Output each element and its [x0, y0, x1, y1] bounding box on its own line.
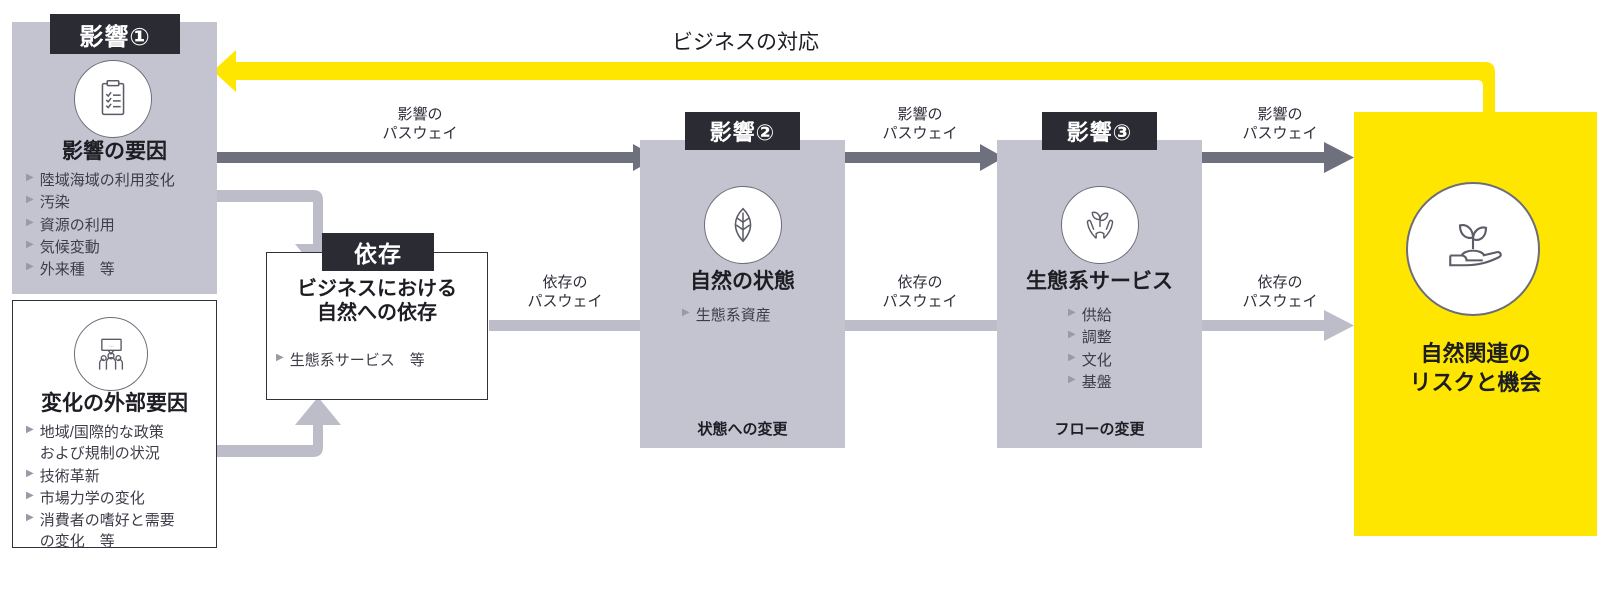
dependency-title: ビジネスにおける 自然への依存 — [297, 278, 457, 324]
caret-icon: ▶ — [682, 307, 690, 318]
caret-icon: ▶ — [26, 467, 34, 479]
external-to-dependency-arrow — [213, 397, 341, 457]
list-item: ▶基盤 — [1068, 373, 1112, 391]
external-drivers-title: 変化の外部要因 — [41, 392, 188, 415]
business-response-label: ビジネスの対応 — [672, 31, 819, 54]
list-item: ▶技術革新 — [26, 467, 100, 485]
impact-pathway-arrow-3 — [1202, 142, 1354, 173]
nature-related-risks-title: 自然関連の リスクと機会 — [1409, 341, 1542, 395]
impact-2-tag: 影響② — [685, 112, 800, 150]
ecosystem-services-title: 生態系サービス — [1026, 270, 1173, 293]
list-item: ▶供給 — [1068, 307, 1112, 324]
caret-icon: ▶ — [26, 512, 34, 524]
caret-icon: ▶ — [26, 261, 34, 273]
list-item: ▶地域/国際的な政策 および規制の状況 — [26, 424, 164, 463]
list-item: ▶気候変動 — [26, 238, 100, 256]
impact-pathway-label-3: 影響の パスウェイ — [1242, 106, 1318, 143]
dependency-tag: 依存 — [322, 233, 434, 271]
ecosystem-services-bullets: ▶供給 ▶調整 ▶文化 ▶基盤 — [1068, 305, 1198, 394]
caret-icon: ▶ — [26, 172, 34, 183]
state-of-nature-bullets: ▶生態系資産 — [682, 305, 847, 327]
impact-pathway-arrow-2 — [845, 144, 1004, 171]
ecosystem-services-footnote: フローの変更 — [1054, 421, 1145, 438]
dependency-pathway-arrow-1 — [489, 320, 640, 331]
impact-pathway-label-1: 影響の パスウェイ — [382, 106, 458, 143]
impact-drivers-title: 影響の要因 — [62, 140, 167, 163]
list-item: ▶消費者の嗜好と需要 の変化 等 — [26, 512, 175, 551]
list-item: ▶資源の利用 — [26, 216, 115, 234]
caret-icon: ▶ — [1068, 373, 1076, 385]
list-item: ▶調整 — [1068, 329, 1112, 347]
caret-icon: ▶ — [1068, 307, 1076, 318]
caret-icon: ▶ — [26, 194, 34, 206]
caret-icon: ▶ — [1068, 329, 1076, 341]
dependency-pathway-label-1: 依存の パスウェイ — [527, 274, 603, 311]
caret-icon: ▶ — [26, 424, 34, 435]
dependency-pathway-label-2: 依存の パスウェイ — [882, 274, 958, 311]
leaf-icon — [704, 186, 782, 264]
list-item: ▶文化 — [1068, 351, 1112, 369]
state-of-nature-footnote: 状態への変更 — [697, 421, 788, 438]
list-item: ▶生態系資産 — [682, 307, 771, 324]
hand-seedling-icon — [1406, 182, 1540, 316]
clipboard-checklist-icon — [74, 60, 152, 138]
caret-icon: ▶ — [276, 352, 284, 363]
dependency-pathway-arrow-2 — [845, 320, 997, 331]
list-item: ▶汚染 — [26, 194, 70, 212]
impact-pathway-label-2: 影響の パスウェイ — [882, 106, 958, 143]
impact-1-tag: 影響① — [50, 14, 180, 54]
caret-icon: ▶ — [26, 238, 34, 250]
state-of-nature-title: 自然の状態 — [690, 270, 795, 293]
dependency-pathway-arrow-3 — [1202, 310, 1354, 341]
external-drivers-bullets: ▶地域/国際的な政策 および規制の状況 ▶技術革新 ▶市場力学の変化 ▶消費者の… — [26, 422, 218, 554]
list-item: ▶生態系サービス 等 — [276, 352, 425, 369]
list-item: ▶陸域海域の利用変化 — [26, 172, 175, 189]
dependency-bullets: ▶生態系サービス 等 — [276, 350, 486, 372]
people-speech-icon: ... — [74, 317, 148, 391]
hands-plant-icon — [1061, 186, 1139, 264]
caret-icon: ▶ — [26, 489, 34, 501]
caret-icon: ▶ — [26, 216, 34, 228]
list-item: ▶市場力学の変化 — [26, 489, 145, 507]
list-item: ▶外来種 等 — [26, 261, 115, 279]
nature-related-risks-panel — [1354, 112, 1597, 536]
impact-3-tag: 影響③ — [1042, 112, 1157, 150]
impact-pathway-arrow-1 — [213, 144, 657, 171]
dependency-pathway-label-3: 依存の パスウェイ — [1242, 274, 1318, 311]
caret-icon: ▶ — [1068, 351, 1076, 363]
dependency-box — [266, 252, 488, 400]
impact-drivers-bullets: ▶陸域海域の利用変化 ▶汚染 ▶資源の利用 ▶気候変動 ▶外来種 等 — [26, 170, 216, 281]
svg-text:...: ... — [109, 343, 114, 349]
